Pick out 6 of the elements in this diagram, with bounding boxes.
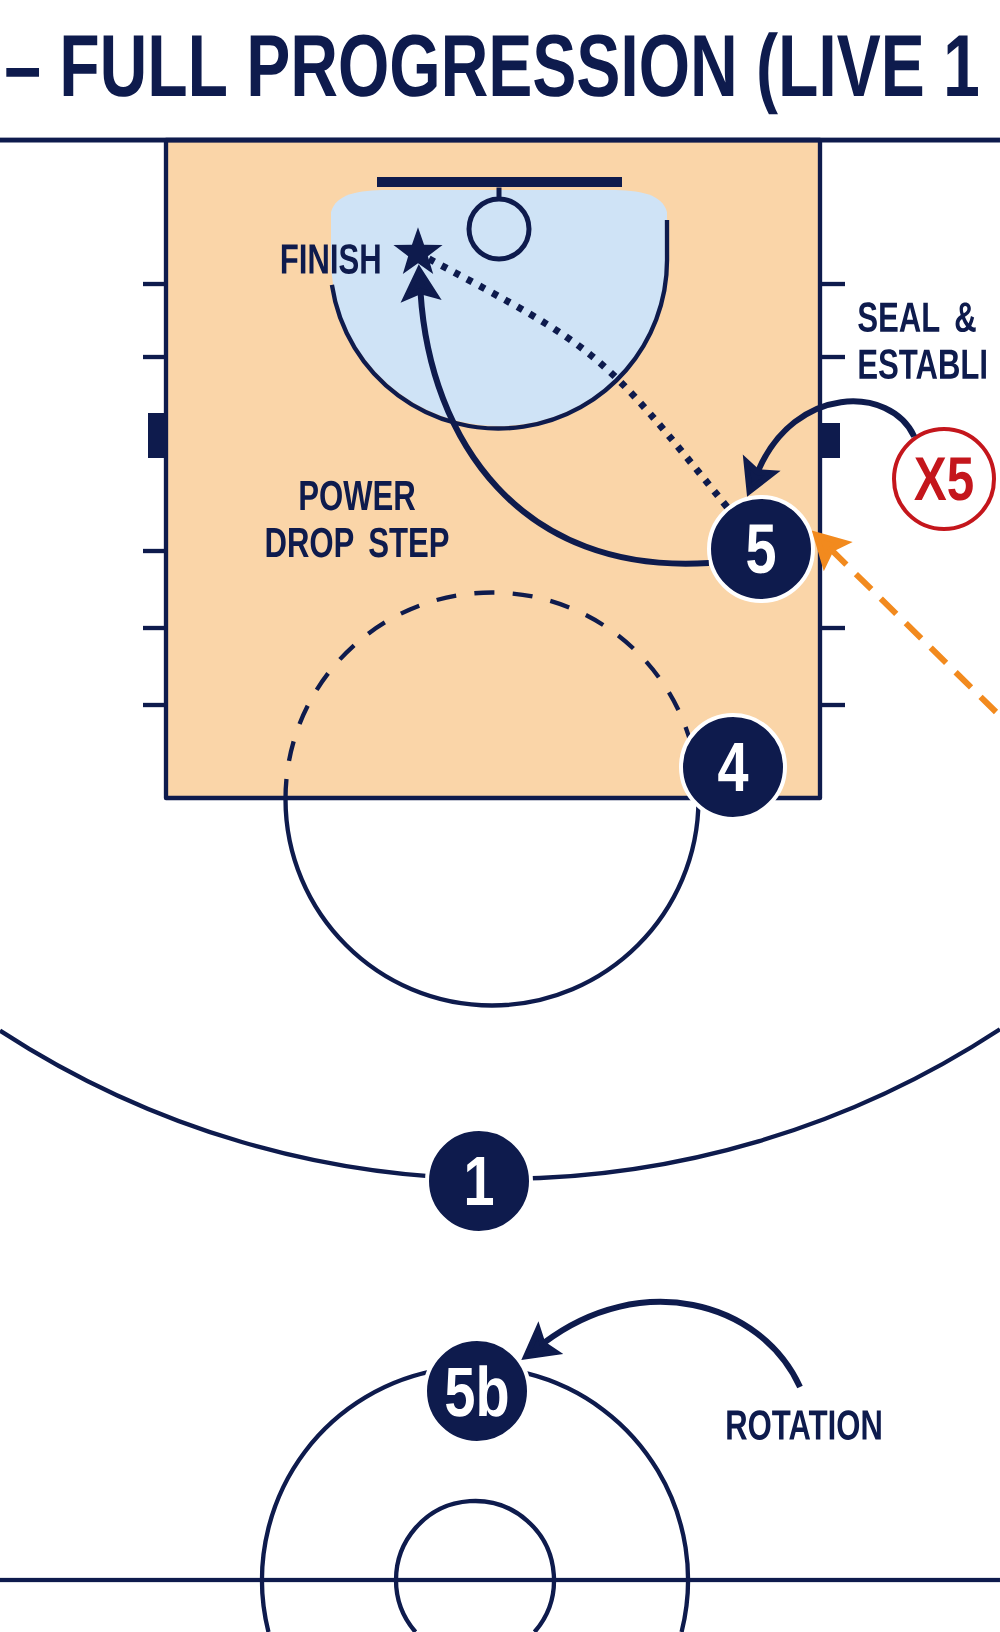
label: ROTATION bbox=[727, 1410, 881, 1440]
label: POWER DROP STEP bbox=[266, 480, 449, 558]
title: – FULL PROGRESSION (LIVE 1 bbox=[6, 32, 978, 115]
label: SEAL & ESTABLI bbox=[858, 302, 986, 380]
marker-label: FINISH bbox=[281, 244, 380, 274]
dotted-line bbox=[427, 255, 730, 510]
